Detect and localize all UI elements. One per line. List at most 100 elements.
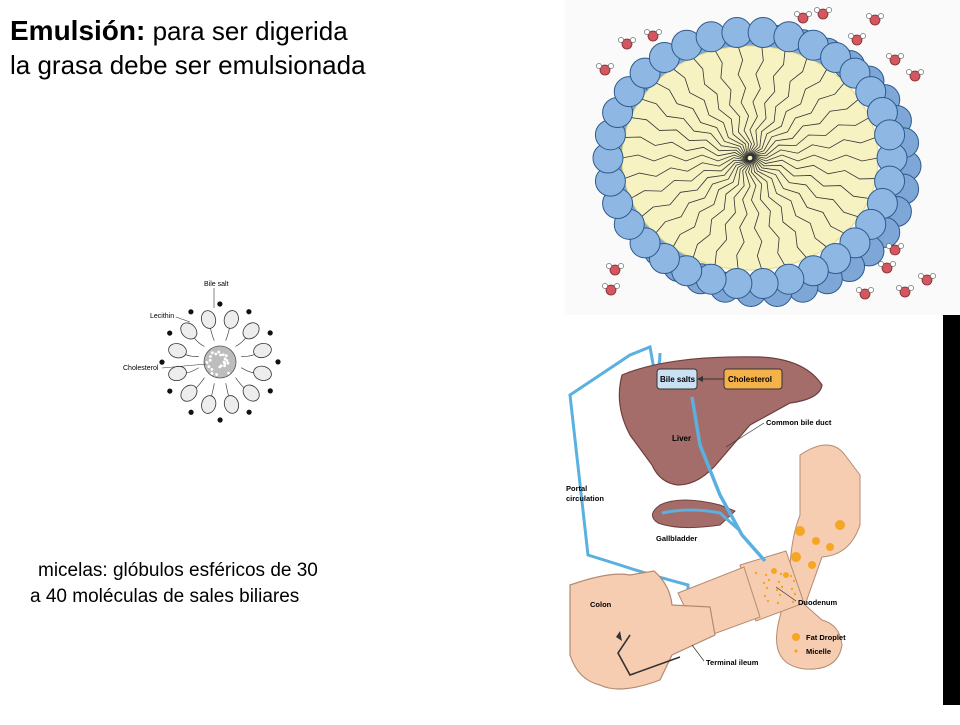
title-line-2: la grasa debe ser emulsionada (10, 50, 366, 80)
phospholipid-head (747, 17, 779, 49)
slide-title: Emulsión: para ser digerida la grasa deb… (10, 14, 480, 82)
lipid-tail (640, 160, 752, 218)
core-dot (225, 359, 229, 362)
core-dot (223, 357, 227, 361)
micelle-dot (780, 585, 784, 589)
bile-salt-dot (188, 309, 194, 315)
water-molecule (906, 69, 924, 82)
lipid-tail (750, 154, 870, 199)
lipid-tail (747, 68, 828, 157)
small-micelle-heads (159, 301, 281, 423)
core-dot (210, 368, 214, 371)
lipid-tail (748, 98, 860, 156)
phospholipid-head (695, 21, 727, 53)
core-dot (226, 361, 230, 365)
lipid-tail (630, 159, 752, 199)
fat-droplet (771, 568, 777, 574)
lipid-tail (748, 117, 870, 157)
lipid-tail (746, 46, 764, 158)
bile-salt-dot (167, 388, 173, 394)
core-dot (227, 371, 230, 375)
label-common-bile-duct: Common bile duct (766, 418, 832, 427)
lipid-tail (751, 155, 845, 234)
micelle-dot (762, 581, 766, 585)
bile-salt-dot (267, 388, 273, 394)
lecithin-head (223, 395, 240, 414)
water-molecule (886, 243, 904, 256)
lipid-tail (746, 50, 786, 158)
core-dot (209, 355, 212, 358)
water-molecule (866, 13, 884, 26)
micelle-dot (754, 571, 758, 575)
micelle-illustration (565, 0, 960, 315)
fat-droplet (791, 552, 801, 562)
water-molecule (814, 7, 832, 20)
micelle-dot (789, 574, 793, 578)
micelle-dot (779, 572, 783, 576)
bile-salt-dot (217, 417, 223, 423)
water-molecule (644, 29, 662, 42)
lipid-tail (692, 159, 753, 259)
title-rest: para ser digerida (145, 16, 348, 46)
label-colon: Colon (590, 600, 612, 609)
micelle-dot (790, 587, 794, 591)
small-micelle-diagram: Bile salt Lecithin Cholesterol (110, 272, 310, 432)
lipid-tail (748, 157, 763, 270)
core-dot (210, 372, 214, 375)
micelle-dot (776, 601, 780, 605)
lipid-tail (749, 137, 876, 159)
water-molecule (602, 283, 620, 296)
core-dot (215, 373, 219, 376)
fat-droplet (795, 526, 805, 536)
bile-salt-dot (217, 301, 223, 307)
core-dot (217, 350, 221, 354)
lipid-tail (750, 154, 876, 180)
micelle-dot (767, 578, 771, 582)
lecithin-head (223, 310, 239, 329)
colon-shape (569, 570, 716, 690)
phospholipid-head (773, 263, 805, 295)
micelle-core (621, 45, 879, 271)
phospholipid-head (747, 267, 779, 299)
phospholipid-head (874, 119, 906, 151)
micelle-dot (793, 592, 797, 596)
fat-droplet (812, 537, 820, 545)
core-dot (223, 364, 226, 368)
label-cholesterol-box: Cholesterol (728, 375, 772, 384)
bile-salt-dot (275, 359, 281, 365)
core-dot (219, 353, 223, 357)
legend-fat-droplet: Fat Droplet (806, 633, 846, 642)
water-molecule (848, 33, 866, 46)
lecithin-head (242, 322, 260, 340)
micelle-svg (592, 7, 936, 307)
core-dot (205, 361, 209, 364)
lecithin-head (242, 384, 260, 402)
lipid-tail (692, 57, 748, 160)
lipid-tail (752, 156, 808, 259)
lipid-tail (714, 50, 749, 159)
gallbladder-shape (652, 499, 736, 529)
phospholipid-head (721, 17, 753, 49)
micelle-dot (791, 600, 795, 604)
lipid-tail (736, 158, 754, 270)
water-molecule (618, 37, 636, 50)
lecithin-head (180, 384, 198, 402)
micelle-dot (777, 580, 781, 584)
water-molecule (918, 273, 936, 286)
fat-droplets (754, 520, 845, 605)
bile-salt-dot (267, 330, 273, 336)
micelle-dot (764, 573, 768, 577)
lecithin-head (253, 342, 272, 359)
water-molecule (878, 261, 896, 274)
water-molecule (606, 263, 624, 276)
duodenum-shape (776, 444, 861, 670)
lipid-tail (630, 117, 750, 162)
bile-salt-dot (188, 409, 194, 415)
lipid-tail (672, 68, 748, 160)
label-portal-1: Portal (566, 484, 587, 493)
bile-salt-dot (159, 359, 165, 365)
lipid-tail (641, 98, 749, 161)
micelle-dot (766, 599, 770, 603)
lecithin-head (253, 365, 272, 381)
bile-salt-dot (246, 309, 252, 315)
